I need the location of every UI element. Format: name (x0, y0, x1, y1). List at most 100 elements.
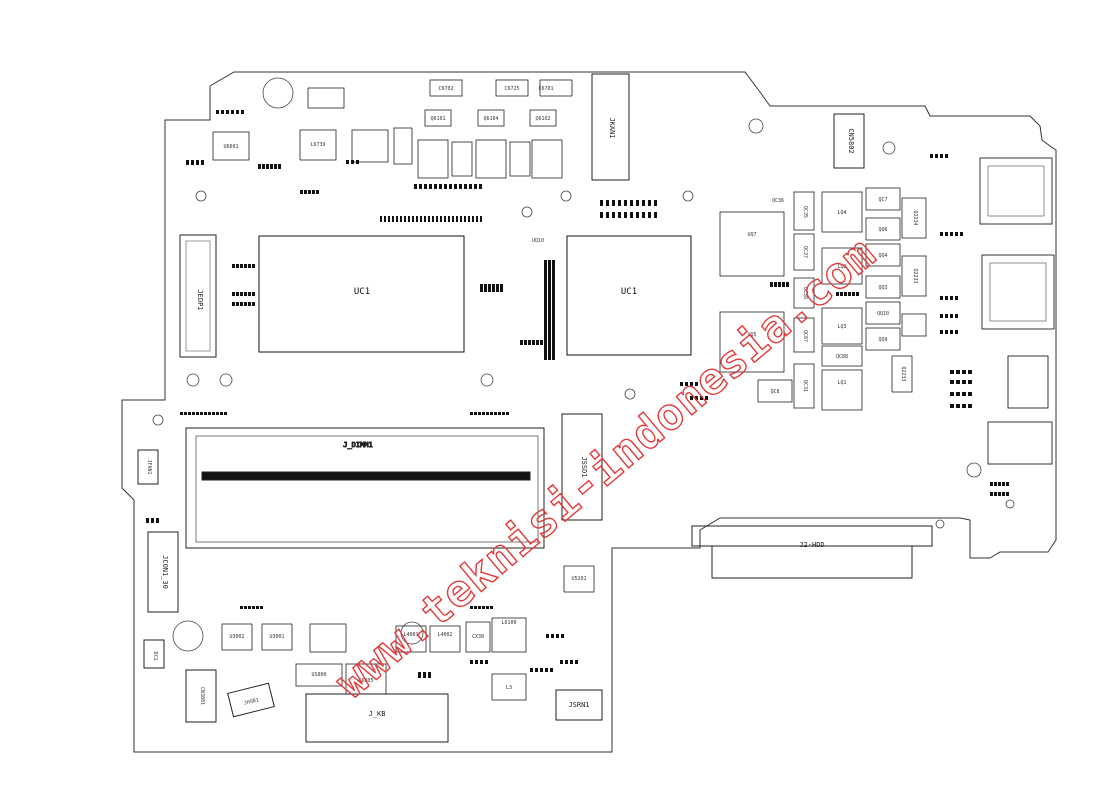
smd-pad (470, 412, 473, 415)
label-qc36: QC36 (772, 198, 784, 204)
smd-pad (486, 412, 489, 415)
smd-pad (956, 380, 960, 384)
smd-pad (492, 284, 495, 292)
label-q2233: Q2233 (900, 366, 906, 381)
label-uq5: UQ5 (747, 332, 756, 338)
label-qq9: QQ9 (878, 337, 887, 343)
label-qc38: QC38 (802, 287, 808, 299)
smd-pad (448, 216, 450, 222)
smd-pad (496, 284, 499, 292)
smd-pad (700, 396, 703, 400)
smd-pad (456, 216, 458, 222)
smd-pad (478, 412, 481, 415)
label-q2234: Q2234 (912, 210, 918, 225)
smd-pad (236, 264, 239, 268)
label-uq10: UQ10 (532, 238, 544, 244)
smd-pad (392, 216, 394, 222)
connector-jedp1: JEDP1 (179, 234, 217, 358)
smd-pad (232, 302, 235, 306)
label-qc8: QC8 (770, 389, 779, 395)
smd-pad (624, 200, 627, 206)
smd-pad (612, 212, 615, 218)
label-q2233-upper: Q2233 (912, 268, 918, 283)
smd-pad (570, 660, 573, 664)
smd-pad (930, 154, 933, 158)
label-c6702: C6702 (438, 86, 453, 92)
smd-pad (618, 212, 621, 218)
label-l6739: L6739 (310, 142, 325, 148)
label-u5201: U5201 (571, 576, 586, 582)
label-lq3: LQ3 (837, 324, 846, 330)
smd-pad (258, 164, 261, 169)
smd-pad (1002, 492, 1005, 496)
smd-pad (480, 284, 483, 292)
smd-pad (624, 212, 627, 218)
smd-pad (935, 154, 938, 158)
label-u3001: U3001 (269, 634, 284, 640)
smd-pad (380, 216, 382, 222)
smd-pad (151, 518, 154, 523)
label-jfan1: JFAN1 (146, 459, 152, 474)
smd-pad (490, 412, 493, 415)
smd-pad (454, 184, 457, 189)
label-qc7: QC7 (878, 197, 887, 203)
smd-pad (252, 606, 255, 609)
dimm-slot: J_DIMM1 (185, 427, 545, 549)
label-qc37: QC37 (802, 246, 808, 258)
label-qq6: QQ6 (878, 227, 887, 233)
smd-pad (994, 492, 997, 496)
smd-pad (950, 392, 954, 396)
smd-pad (439, 184, 442, 189)
label-dc1: DC1 (152, 651, 158, 660)
smd-pad (648, 200, 651, 206)
label-qq3: QQ3 (878, 285, 887, 291)
smd-pad (968, 370, 972, 374)
smd-pad (482, 412, 485, 415)
smd-pad (248, 302, 251, 306)
smd-pad (188, 412, 191, 415)
smd-pad (232, 264, 235, 268)
smd-pad (478, 606, 481, 609)
smd-pad (955, 296, 958, 300)
smd-pad (600, 212, 603, 218)
smd-pad (956, 404, 960, 408)
smd-pad (945, 154, 948, 158)
smd-pad (968, 380, 972, 384)
smd-pad (561, 634, 564, 638)
smd-pad (940, 330, 943, 334)
connector-cn5802: CN5802 (833, 113, 865, 169)
smd-pad (494, 412, 497, 415)
smd-pad (612, 200, 615, 206)
smd-pad (429, 184, 432, 189)
smd-pad (240, 606, 243, 609)
smd-pad (201, 160, 204, 165)
label-lq2: LQ2 (837, 264, 846, 270)
smd-pad (940, 314, 943, 318)
smd-pad (606, 200, 609, 206)
smd-pad (224, 412, 227, 415)
label-l4002: L4002 (437, 632, 452, 638)
bottom-components (221, 565, 595, 701)
smd-pad (424, 184, 427, 189)
smd-pad (950, 314, 953, 318)
smd-pad (180, 412, 183, 415)
smd-pad (544, 260, 547, 360)
smd-pad (252, 292, 255, 296)
smd-pad (274, 164, 277, 169)
label-qc31: QC31 (802, 380, 808, 392)
smd-pad (962, 404, 966, 408)
smd-pad (535, 668, 538, 672)
smd-pad (705, 396, 708, 400)
label-uc1-right: UC1 (621, 287, 637, 297)
smd-pad (945, 314, 948, 318)
smd-pad (990, 482, 993, 486)
smd-pad (472, 216, 474, 222)
smd-pad (962, 392, 966, 396)
smd-pad (956, 392, 960, 396)
smd-pad (480, 660, 483, 664)
smd-pad (304, 190, 307, 194)
connector-jfan1: JFAN1 (137, 449, 159, 485)
smd-pad (482, 606, 485, 609)
smd-pad (480, 216, 482, 222)
smd-pad (256, 606, 259, 609)
